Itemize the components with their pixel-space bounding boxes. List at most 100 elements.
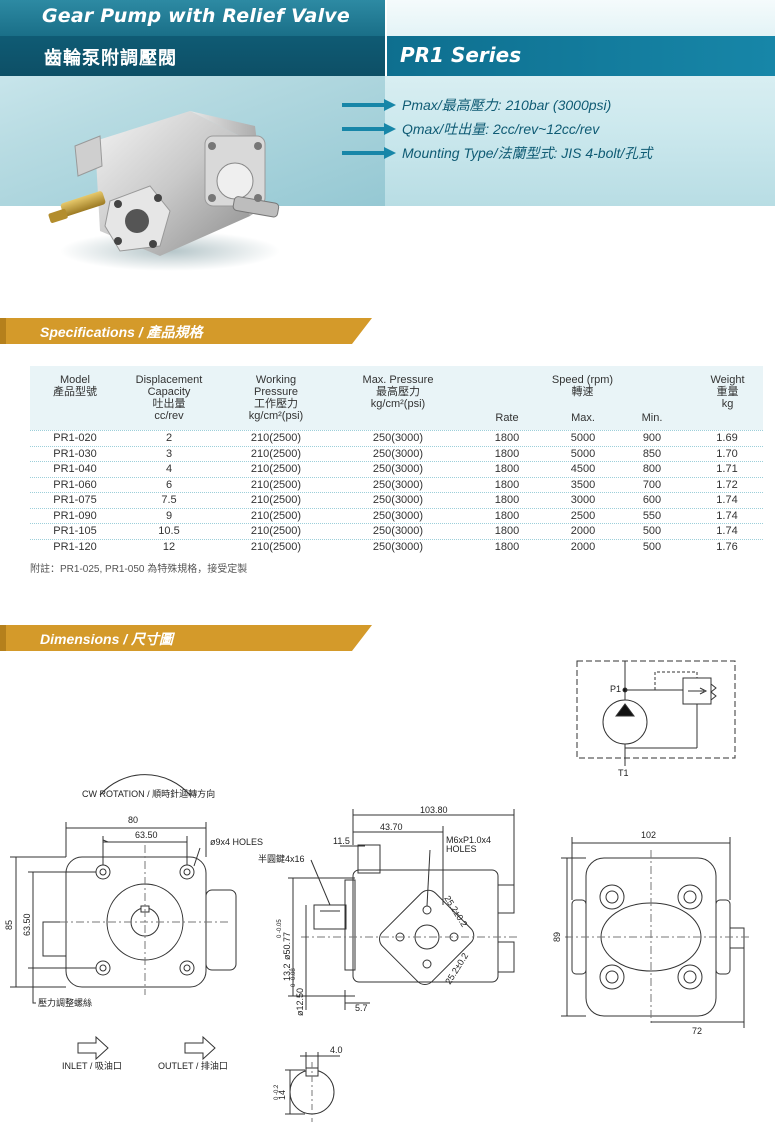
spec-line-qmax: Qmax/吐出量: 2cc/rev~12cc/rev — [340, 118, 599, 140]
title-bar — [0, 0, 385, 36]
inlet-arrow-icon — [77, 1035, 109, 1061]
table-cell: 9 — [165, 509, 173, 522]
series-label: PR1 Series — [400, 43, 522, 67]
side-view-drawing — [288, 809, 520, 1010]
table-cell: 1.76 — [716, 540, 738, 553]
table-cell: 4500 — [570, 463, 596, 475]
table-cell: 1800 — [494, 509, 520, 522]
table-cell: 1800 — [494, 494, 520, 506]
dimensions-heading: Dimensions / 尺寸圖 — [40, 631, 174, 647]
subtitle-bar — [0, 36, 385, 76]
key-tol: 0 -0.2 — [274, 1084, 280, 1100]
table-cell: 250(3000) — [372, 432, 424, 444]
table-cell: 500 — [642, 540, 662, 553]
arrow-right-icon — [342, 147, 396, 159]
front-rotation: CW ROTATION / 順時針迴轉方向 — [82, 788, 215, 799]
rear-dim-89: 89 — [552, 932, 562, 942]
table-cell: 250(3000) — [372, 494, 424, 506]
table-cell: PR1-090 — [53, 509, 97, 522]
table-cell: 1800 — [494, 447, 520, 460]
table-cell: PR1-040 — [53, 463, 97, 475]
table-cell: 1800 — [494, 540, 520, 553]
table-cell: 1.74 — [716, 509, 738, 522]
table-cell: PR1-075 — [53, 494, 97, 506]
col-speed-max: Max. — [571, 412, 595, 424]
side-dim-10380: 103.80 — [420, 805, 448, 815]
side-m6-holes-2: HOLES — [446, 844, 477, 854]
side-dim-57: 5.7 — [355, 1003, 368, 1013]
table-cell: PR1-030 — [53, 447, 97, 460]
table-cell: 3 — [165, 447, 173, 460]
table-cell: 250(3000) — [372, 525, 424, 537]
inlet-label: INLET / 吸油口 — [62, 1060, 122, 1071]
circuit-t1: T1 — [618, 768, 629, 778]
arrow-right-icon — [342, 123, 396, 135]
table-cell: PR1-060 — [53, 478, 97, 491]
table-cell: 600 — [642, 494, 662, 506]
side-tol-1: 0 -0.05 — [277, 919, 283, 938]
col-speed: Speed (rpm)轉速 — [551, 374, 614, 398]
table-cell: 250(3000) — [372, 478, 424, 491]
table-cell: 210(2500) — [250, 463, 302, 475]
table-cell: PR1-105 — [53, 525, 97, 537]
side-dim-4370: 43.70 — [380, 822, 403, 832]
side-m6-holes: M6xP1.0x4 — [446, 835, 491, 845]
spec-line-mounting: Mounting Type/法蘭型式: JIS 4-bolt/孔式 — [340, 142, 652, 164]
table-cell: 210(2500) — [250, 447, 302, 460]
table-cell: 5000 — [570, 432, 596, 444]
side-dim-252-upper: 25.2±0.2 — [442, 894, 469, 929]
table-cell: 1800 — [494, 478, 520, 491]
table-cell: 250(3000) — [372, 540, 424, 553]
side-key-label: 半圓鍵4x16 — [258, 853, 305, 864]
front-dim-85: 85 — [4, 920, 14, 930]
dimensions-banner: Dimensions / 尺寸圖 — [0, 625, 380, 651]
rear-dim-102: 102 — [641, 830, 656, 840]
table-note: 附註：PR1-025, PR1-050 為特殊規格，接受定製 — [30, 564, 248, 575]
table-cell: 700 — [642, 478, 662, 491]
table-cell: 250(3000) — [372, 447, 424, 460]
front-dim-80: 80 — [128, 815, 138, 825]
header-divider — [385, 0, 387, 76]
side-dim-132: 13.2 — [282, 963, 292, 981]
page-subtitle: 齒輪泵附調壓閥 — [44, 48, 177, 69]
front-dim-6350-vertical: 63.50 — [22, 913, 32, 936]
series-bar — [387, 36, 775, 76]
table-cell: 210(2500) — [250, 525, 302, 537]
front-holes: ø9x4 HOLES — [210, 837, 263, 847]
outlet-label: OUTLET / 排油口 — [158, 1060, 228, 1071]
table-cell: PR1-020 — [53, 432, 97, 444]
table-cell: 1800 — [494, 463, 520, 475]
table-cell: 250(3000) — [372, 463, 424, 475]
table-cell: 210(2500) — [250, 478, 302, 491]
table-cell: 800 — [642, 463, 662, 475]
rear-dim-72: 72 — [692, 1026, 702, 1036]
table-cell: 7.5 — [161, 494, 177, 506]
table-cell: 210(2500) — [250, 432, 302, 444]
spec-mounting: Mounting Type/法蘭型式: JIS 4-bolt/孔式 — [402, 145, 653, 161]
table-cell: 3500 — [570, 478, 596, 491]
specifications-heading: Specifications / 產品規格 — [40, 324, 203, 340]
front-view-drawing — [10, 774, 237, 1004]
table-cell: 210(2500) — [250, 540, 302, 553]
arrow-right-icon — [342, 99, 396, 111]
table-cell: PR1-120 — [53, 540, 97, 553]
table-cell: 850 — [642, 447, 662, 460]
table-cell: 3000 — [570, 494, 596, 506]
col-speed-rate: Rate — [495, 412, 519, 424]
table-cell: 1800 — [494, 525, 520, 537]
spec-pmax: Pmax/最高壓力: 210bar (3000psi) — [402, 97, 612, 113]
table-cell: 550 — [642, 509, 662, 522]
